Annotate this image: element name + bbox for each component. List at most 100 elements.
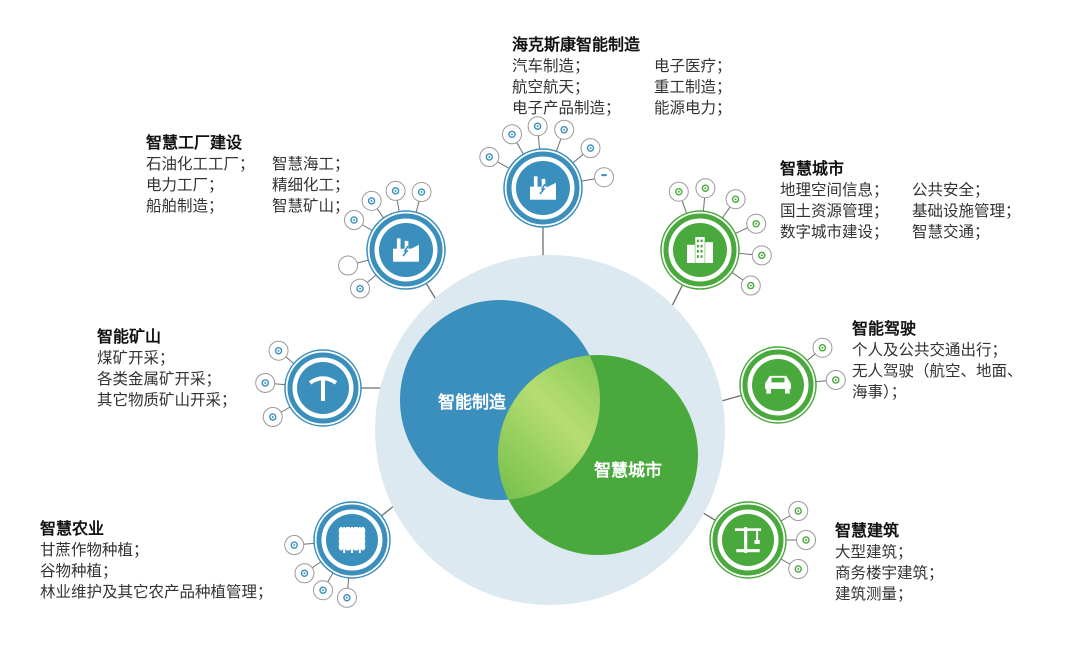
satellite-line — [730, 271, 744, 281]
shield-icon — [751, 245, 772, 266]
item: 电子医疗； — [654, 57, 732, 75]
item: 无人驾驶（航空、地面、 — [852, 362, 1023, 380]
wheat-icon — [338, 526, 366, 553]
truck-icon — [479, 147, 500, 167]
block-smart-agri: 智慧农业 甘蔗作物种植； 谷物种植； 林业维护及其它农产品种植管理； — [40, 518, 273, 603]
item: 其它物质矿山开采； — [97, 391, 237, 409]
item: 公共安全； — [912, 181, 990, 199]
tree-icon — [336, 587, 357, 608]
item: 智慧交通； — [912, 223, 990, 241]
hub-smart-agri — [313, 501, 391, 579]
satellite-line — [571, 153, 584, 164]
block-smart-city: 智慧城市 地理空间信息； 公共安全； 国土资源管理； 基础设施管理； 数字城市建… — [780, 158, 1037, 243]
ship-icon — [344, 210, 365, 230]
item: 智慧海工； — [272, 155, 350, 173]
ore-icon — [268, 340, 289, 361]
satellite-line — [280, 406, 292, 413]
crop-icon — [294, 563, 315, 584]
satellite-line — [681, 200, 688, 215]
satellite-line — [779, 515, 791, 522]
item: 电力工厂； — [146, 176, 224, 194]
item: 智慧矿山； — [272, 197, 350, 215]
satellite-line — [721, 206, 731, 220]
block-title: 智慧建筑 — [835, 521, 900, 540]
node-smart-factory — [338, 180, 446, 299]
hub-smart-driving — [739, 346, 817, 424]
block-title: 海克斯康智能制造 — [512, 35, 641, 54]
item: 个人及公共交通出行； — [852, 341, 1008, 359]
satellite-line — [537, 135, 541, 151]
drop-icon — [350, 278, 371, 299]
lightning-icon — [361, 190, 382, 211]
satellite-line — [415, 200, 420, 214]
satellite-line — [311, 560, 322, 569]
pickaxe-icon — [308, 376, 338, 401]
satellite-line — [496, 161, 511, 170]
hub-smart-city — [660, 210, 740, 290]
satellite-line — [555, 138, 562, 153]
mine-cart-icon — [255, 372, 276, 393]
road-icon — [740, 275, 761, 296]
hub-smart-mine — [284, 349, 362, 427]
hub-manufacturing — [503, 148, 583, 228]
item: 建筑测量； — [835, 585, 913, 603]
item: 各类金属矿开采； — [97, 370, 222, 388]
satellite-line — [516, 141, 525, 156]
venn-label-city: 智慧城市 — [594, 460, 662, 481]
car-icon — [765, 375, 791, 394]
field-icon — [313, 580, 333, 601]
pickaxe-icon — [338, 255, 359, 276]
item: 电子产品制造； — [512, 99, 621, 117]
block-smart-factory: 智慧工厂建设 石油化工工厂； 智慧海工； 电力工厂； 精细化工； 船舶制造； 智… — [146, 132, 364, 217]
satellite-line — [361, 224, 374, 232]
satellite-line — [734, 227, 749, 235]
satellite-line — [376, 207, 385, 220]
satellite-line — [580, 178, 596, 182]
block-title: 智慧工厂建设 — [146, 133, 243, 152]
node-smart-city — [660, 178, 772, 296]
satellite-line — [274, 383, 287, 386]
item: 数字城市建设； — [780, 223, 889, 241]
item: 地理空间信息； — [780, 181, 889, 199]
node-smart-mine — [255, 340, 362, 427]
tower-icon — [385, 180, 406, 201]
item: 商务楼宇建筑； — [835, 564, 944, 582]
people-icon — [668, 181, 689, 202]
satellite-line — [327, 571, 334, 583]
block-title: 智能驾驶 — [852, 319, 917, 338]
satellite-line — [366, 274, 378, 284]
satellite-line — [702, 197, 706, 213]
satellite-line — [347, 576, 350, 589]
buildings-icon — [687, 237, 713, 263]
block-title: 智慧城市 — [780, 159, 845, 178]
block-title: 智慧农业 — [40, 519, 105, 538]
camera-icon — [554, 119, 575, 140]
satellite-line — [806, 353, 816, 362]
item: 精细化工； — [272, 176, 350, 194]
factory-icon — [530, 176, 556, 200]
satellite-line — [814, 380, 827, 383]
building-icon — [262, 407, 283, 427]
item: 航空航天； — [512, 78, 590, 96]
item: 汽车制造； — [512, 57, 590, 75]
item: 国土资源管理； — [780, 202, 889, 220]
block-smart-mine: 智能矿山 煤矿开采； 各类金属矿开采； 其它物质矿山开采； — [97, 326, 237, 411]
satellite-line — [779, 558, 791, 565]
venn-label-manufacturing: 智能制造 — [438, 392, 507, 413]
lightning-icon — [502, 124, 522, 145]
car-small-icon — [812, 337, 833, 358]
power-plant-icon — [393, 238, 419, 262]
building-icon — [796, 530, 816, 550]
crane-icon — [735, 527, 761, 553]
item: 基础设施管理； — [912, 202, 1021, 220]
node-smart-driving — [739, 337, 846, 424]
block-manufacturing: 海克斯康智能制造 汽车制造； 电子医疗； 航空航天； 重工制造； 电子产品制造；… — [512, 34, 754, 119]
satellite-line — [737, 252, 753, 256]
satellite-line — [303, 542, 316, 545]
bus-icon — [725, 189, 746, 210]
satellite-line — [356, 259, 370, 264]
snowflake-icon — [825, 369, 846, 390]
survey-icon — [788, 559, 809, 579]
node-smart-agri — [284, 501, 391, 608]
